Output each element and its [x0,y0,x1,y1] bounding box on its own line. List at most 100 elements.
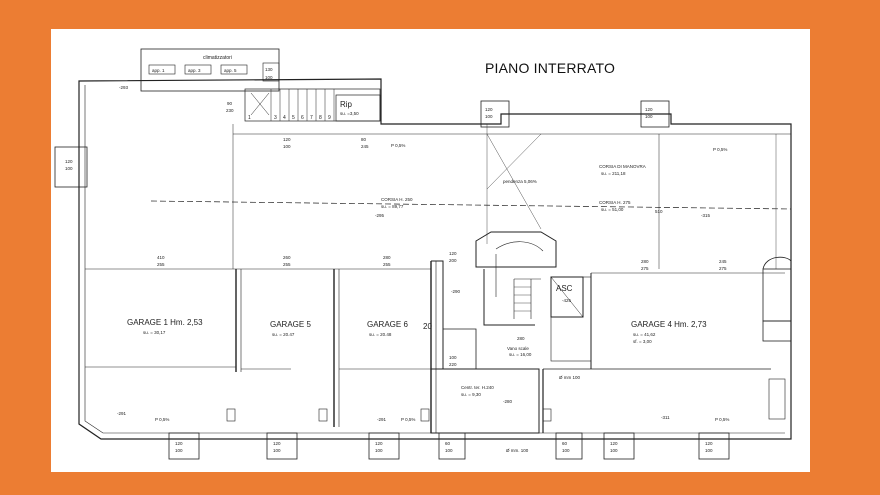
dim-label: 100 [273,448,281,453]
vano-scale-label: Vano scale [507,346,529,351]
corsia-manovra-area: su. = 211,18 [601,171,626,176]
dim-label: 60 [445,441,451,446]
corsia-left-label: CORSIA H. 250 [381,197,413,202]
floor-plan-sheet: PIANO INTERRATO [51,29,810,472]
dim-label: 510 [655,209,663,214]
diameter-label: Ø mm. 100 [506,448,529,453]
dim-label: 100 [610,448,618,453]
garage-1-label: GARAGE 1 Hm. 2,53 [127,318,203,327]
aircon-unit-3: app. 3 [188,68,201,73]
dim-label: 120 [175,441,183,446]
dim-label: 200 [449,258,457,263]
centrale-termica [430,368,540,434]
dim-label: 120 [610,441,618,446]
stair-number: 7 [310,115,313,121]
dim-label: 255 [157,262,165,267]
dim-label: 120 [705,441,713,446]
dim-label: 260 [283,255,291,260]
dim-label: 275 [641,266,649,271]
diameter-label: Ø mm 100 [559,375,581,380]
dim-label: 230 [226,108,234,113]
dim-label: 255 [383,262,391,267]
garage-4-area-2: sf. = 3,00 [633,339,652,344]
garage-6-area: su. = 20.48 [369,332,392,337]
dim-label: 80 [361,137,367,142]
aircon-dim-a: 130 [265,67,273,72]
floor-plan-drawing: climatizzatori app. 1 app. 3 app. 5 130 … [54,48,792,460]
aircon-unit-5: app. 5 [224,68,237,73]
dim-label: 100 [449,355,457,360]
dim-label: 100 [645,114,653,119]
aircon-dim-b: 100 [265,75,273,80]
centrale-termica-label: Centr. ter. H.240 [461,385,494,390]
stair-number: 3 [274,115,277,121]
rip-label: Rip [340,100,353,109]
level-label: -290 [451,289,461,294]
garage-4-label: GARAGE 4 Hm. 2,73 [631,320,707,329]
inner-wall-outline [84,85,785,434]
stair-number: 1 [248,115,251,121]
stair-number: 9 [328,115,331,121]
dim-label: 100 [375,448,383,453]
rip-area: su. =3,50 [340,111,359,116]
center-axis-line [150,200,792,210]
stair-number: 5 [292,115,295,121]
garage-6-label: GARAGE 6 [367,320,408,329]
garage-5-label: GARAGE 5 [270,320,311,329]
level-label: -295 [375,213,385,218]
slope-label: P 0,5% [155,417,169,422]
dim-label: 120 [273,441,281,446]
asc-label: ASC [556,284,573,293]
corsia-right-area: su. = 51,00 [601,207,624,212]
dim-label: 100 [485,114,493,119]
corsia-left-area: su. = 89,77 [381,204,404,209]
level-label: -315 [701,213,711,218]
dim-label: 90 [227,101,233,106]
level-label: -311 [661,415,670,420]
garage-5-area: su. = 20.47 [272,332,295,337]
level-label: -291 [377,417,387,422]
dim-label: 120 [449,251,457,256]
dim-label: 280 [517,336,525,341]
stair-number: 8 [319,115,322,121]
dim-label: 120 [375,441,383,446]
dim-label: 120 [65,159,73,164]
stair-number: 4 [283,115,286,121]
dim-label: 410 [157,255,165,260]
dim-label: 100 [65,166,73,171]
pendenza-label: pendenza 5,06% [503,179,537,184]
stair-number: 6 [301,115,304,121]
dim-label: 20 [423,322,432,331]
aircon-unit-1: app. 1 [152,68,165,73]
dim-label: 100 [705,448,713,453]
level-label: -425 [562,298,572,303]
level-label: -291 [117,411,127,416]
dim-label: 275 [719,266,727,271]
dim-label: 120 [645,107,653,112]
dim-label: 280 [383,255,391,260]
corsia-right-label: CORSIA H. 275 [599,200,631,205]
centrale-termica-area: su. = 9,30 [461,392,481,397]
aircon-label: climatizzatori [203,55,232,61]
dim-label: 100 [175,448,183,453]
stair-core [475,231,557,268]
dim-label: 245 [361,144,369,149]
level-label: -293 [119,85,129,90]
dim-label: 245 [719,259,727,264]
slope-label: P 0,5% [401,417,415,422]
dim-label: 255 [283,262,291,267]
dim-label: 280 [641,259,649,264]
garage-4-area: su. = 41,62 [633,332,656,337]
dim-label: 220 [449,362,457,367]
plan-title: PIANO INTERRATO [485,60,616,76]
dim-label: 100 [283,144,291,149]
dim-label: 120 [283,137,291,142]
dim-label: 60 [562,441,568,446]
vano-scale-area: su. = 16,00 [509,352,532,357]
outer-wall [78,78,792,440]
slope-label: P 0,5% [713,147,727,152]
slope-label: P 0,5% [391,143,405,148]
dim-label: 100 [562,448,570,453]
slope-label: P 0,5% [715,417,729,422]
